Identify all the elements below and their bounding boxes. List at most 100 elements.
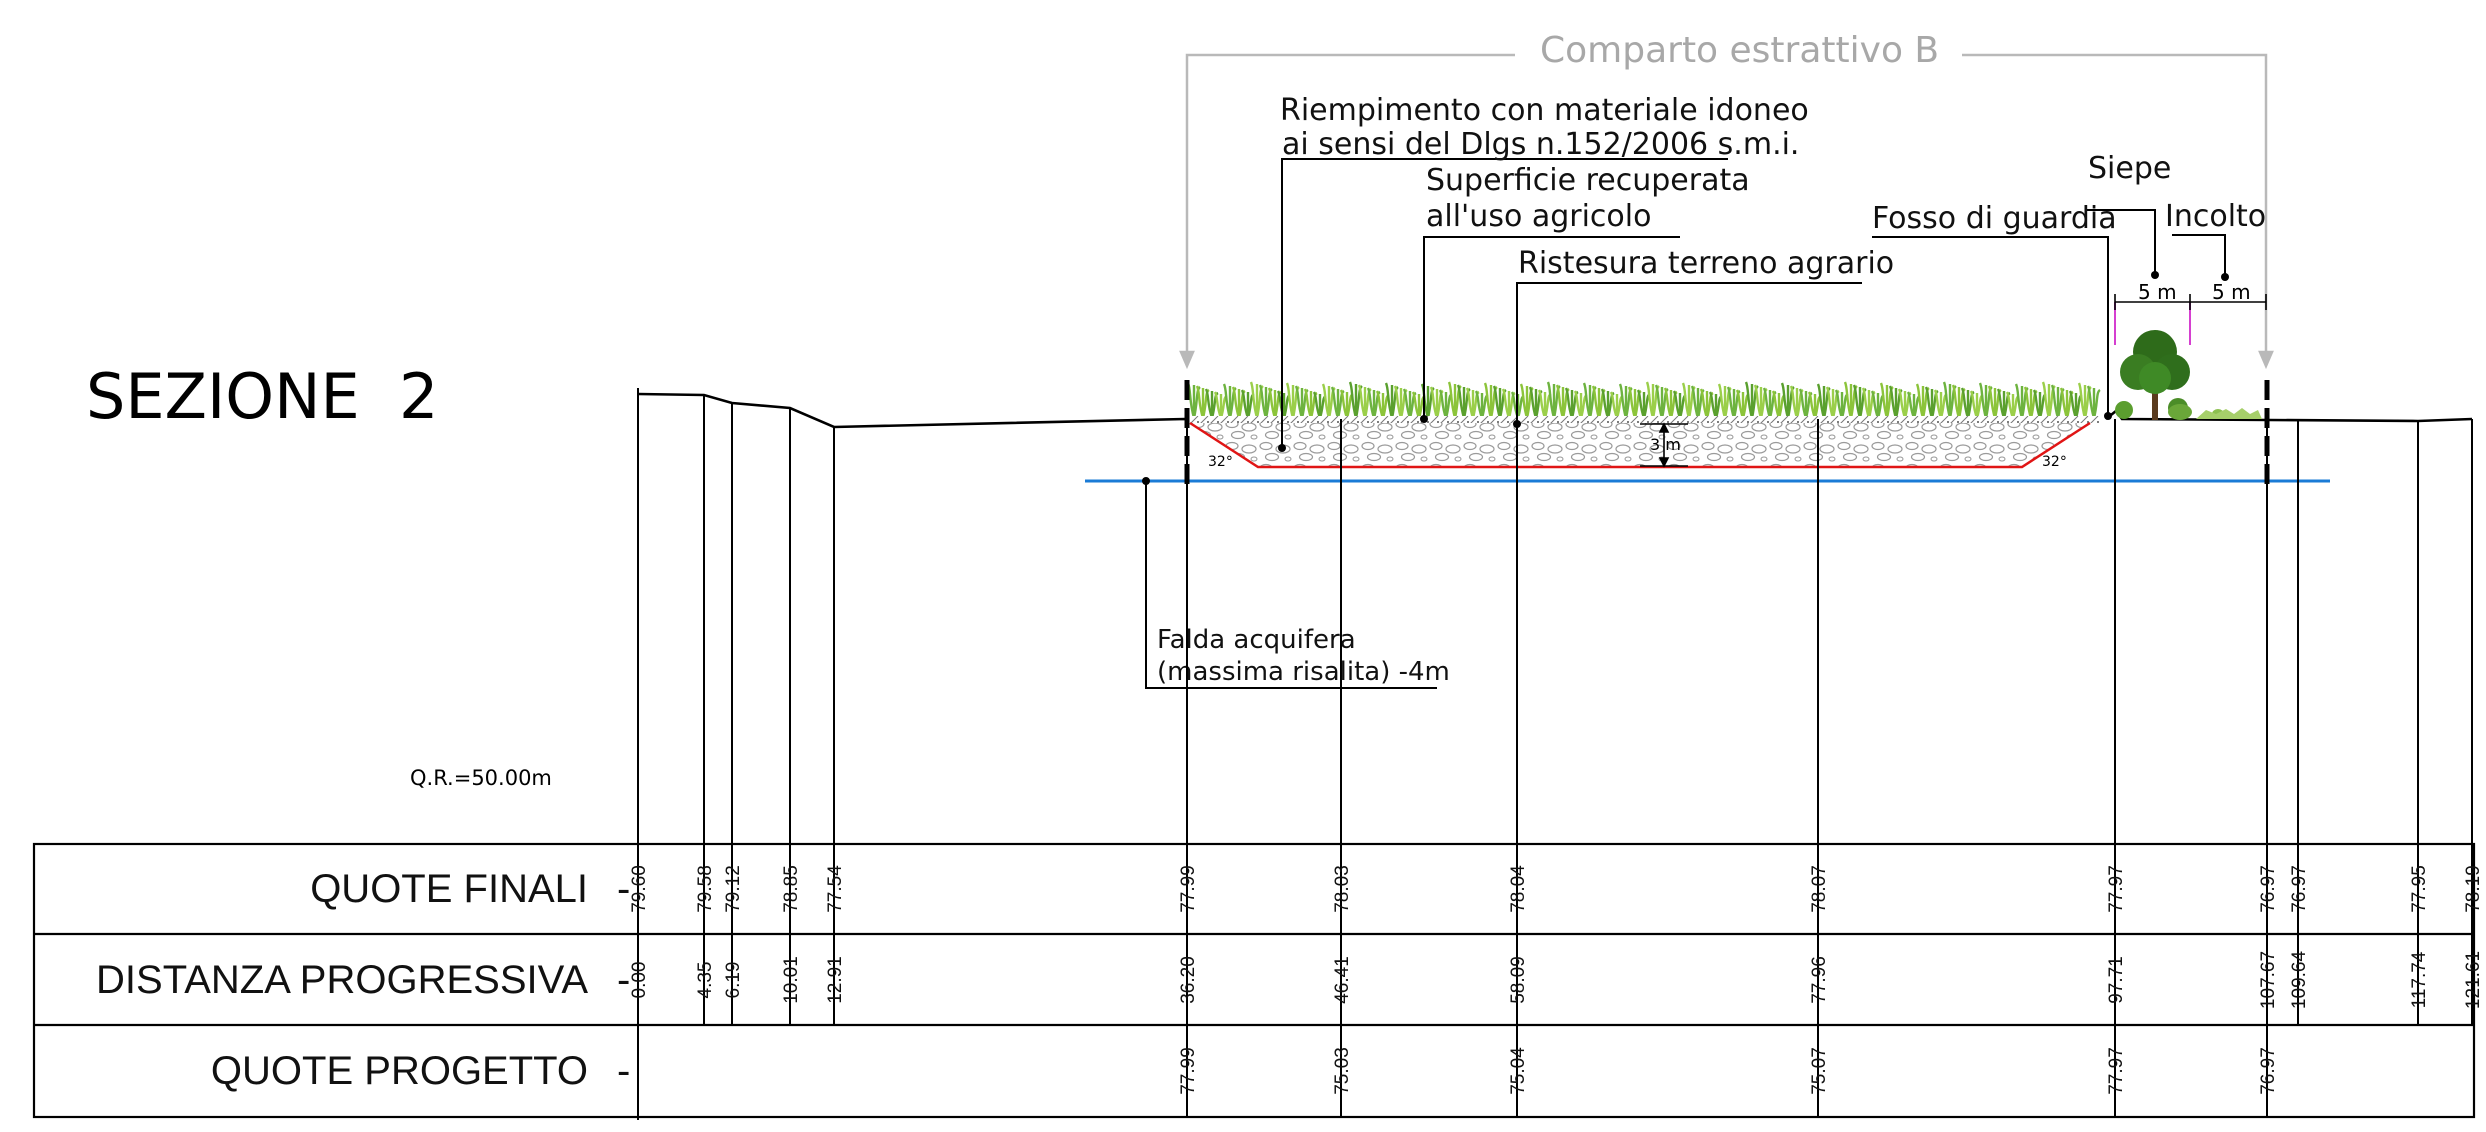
crop-plant (1888, 385, 1903, 419)
crop-plant (1564, 387, 1579, 419)
crop-plant (1195, 385, 1210, 419)
quote-finali-value: 79.12 (723, 865, 744, 913)
crop-plant (1402, 388, 1417, 419)
quote-finali-value: 79.60 (629, 865, 650, 913)
crop-plant (1492, 385, 1507, 419)
crop-plant (1501, 388, 1516, 419)
quote-finali-value: 76.97 (2258, 865, 2279, 913)
distanza-progressiva-value: 46.41 (1332, 956, 1353, 1004)
crop-plant (1447, 381, 1462, 419)
crop-plant (1294, 385, 1309, 419)
depth-label: 3 m (1650, 435, 1681, 454)
reference-level: Q.R.=50.00m (410, 766, 552, 790)
station-lines: 79.600.0079.584.3579.126.1978.8510.0177.… (629, 395, 2484, 1117)
distanza-progressiva-value: 121.61 (2463, 951, 2484, 1009)
crop-plant (1204, 388, 1219, 419)
distanza-progressiva-value: 77.96 (1809, 956, 1830, 1004)
crop-plant (1690, 385, 1705, 419)
excavation-outline (1189, 421, 2091, 469)
crop-plant (1699, 388, 1714, 419)
quote-finali-value: 79.58 (695, 865, 716, 913)
surface-note-line1: Superficie recuperata (1426, 163, 1750, 198)
compartment-bracket (1179, 53, 2274, 370)
crop-plant (1393, 385, 1408, 419)
crop-plant (1555, 384, 1570, 419)
fallow-note: Incolto (2165, 199, 2266, 234)
data-table-frame (32, 842, 2476, 1119)
quote-finali-value: 78.07 (1809, 865, 1830, 913)
crop-plant (1528, 386, 1543, 419)
crop-plant (1645, 381, 1660, 419)
crop-plant (1546, 381, 1561, 419)
depth-dimension (1640, 422, 1688, 468)
crop-plant (1519, 383, 1534, 419)
ground-profile-right (2105, 409, 2473, 423)
crop-plant (1681, 382, 1696, 419)
crop-plant (1591, 385, 1606, 419)
crop-plant (1618, 383, 1633, 419)
quote-progetto-value: 75.04 (1508, 1047, 1529, 1095)
crop-plant (1429, 386, 1444, 419)
crop-plant (1321, 383, 1336, 419)
quote-finali-value: 78.85 (781, 865, 802, 913)
crop-plant (1753, 384, 1768, 419)
compartment-label: Comparto estrattivo B (1540, 30, 1939, 71)
crop-plant (1996, 388, 2011, 419)
row-label-distanza-progressiva: DISTANZA PROGRESSIVA (96, 958, 588, 1002)
quote-finali-value: 78.03 (1332, 865, 1353, 913)
crop-plant (1357, 384, 1372, 419)
crop-plant (1330, 386, 1345, 419)
distanza-progressiva-value: 12.91 (825, 956, 846, 1004)
aquifer-note-line1: Falda acquifera (1157, 625, 1356, 655)
crop-plant (1627, 386, 1642, 419)
crop-plant (1303, 388, 1318, 419)
crop-plant (1789, 385, 1804, 419)
crop-plant (1717, 383, 1732, 419)
quote-finali-value: 78.04 (1508, 865, 1529, 913)
fill-material (1190, 423, 2090, 467)
quote-finali-value: 78.19 (2463, 865, 2484, 913)
annotation-leaders (1145, 158, 2226, 689)
section-title: SEZIONE 2 (86, 360, 439, 433)
crop-plant (1978, 382, 1993, 419)
crop-plant (1366, 387, 1381, 419)
crop-plant (1798, 388, 1813, 419)
distanza-progressiva-value: 107.67 (2258, 951, 2279, 1009)
slope-left-label: 32° (1208, 454, 1233, 470)
row-label-quote-progetto: QUOTE PROGETTO (211, 1049, 588, 1093)
slope-right-label: 32° (2042, 454, 2067, 470)
hedge-note: Siepe (2088, 151, 2171, 186)
crop-plant (1843, 381, 1858, 419)
crop-plant (1456, 384, 1471, 419)
row-dash-3: - (617, 1049, 630, 1093)
fallow-grass (2168, 404, 2262, 420)
topsoil-layer (1188, 416, 2100, 423)
crop-plant (2014, 383, 2029, 419)
fill-note-line1: Riempimento con materiale idoneo (1280, 93, 1809, 128)
quote-finali-value: 77.99 (1178, 865, 1199, 913)
crop-plant (1762, 387, 1777, 419)
crop-plant (1744, 381, 1759, 419)
crop-plant (1267, 387, 1282, 419)
crop-plant (1924, 386, 1939, 419)
crop-plant (1780, 382, 1795, 419)
topsoil-note: Ristesura terreno agrario (1518, 246, 1894, 281)
crop-plant (1249, 381, 1264, 419)
crop-plant (1816, 383, 1831, 419)
width-fallow-label: 5 m (2212, 280, 2251, 304)
crop-plant (1987, 385, 2002, 419)
row-dash-2: - (617, 958, 630, 1002)
crop-plant (1600, 388, 1615, 419)
distanza-progressiva-value: 4.35 (695, 962, 716, 999)
row-label-quote-finali: QUOTE FINALI (310, 867, 588, 911)
quote-progetto-value: 77.97 (2106, 1047, 2127, 1095)
distanza-progressiva-value: 10.01 (781, 956, 802, 1004)
hedge-tree (2115, 330, 2190, 420)
quote-finali-value: 76.97 (2289, 865, 2310, 913)
ditch-note: Fosso di guardia (1872, 201, 2117, 236)
distanza-progressiva-value: 109.64 (2289, 951, 2310, 1010)
crop-plant (1915, 383, 1930, 419)
crop-plant (2050, 384, 2065, 419)
crop-plant (1942, 381, 1957, 419)
